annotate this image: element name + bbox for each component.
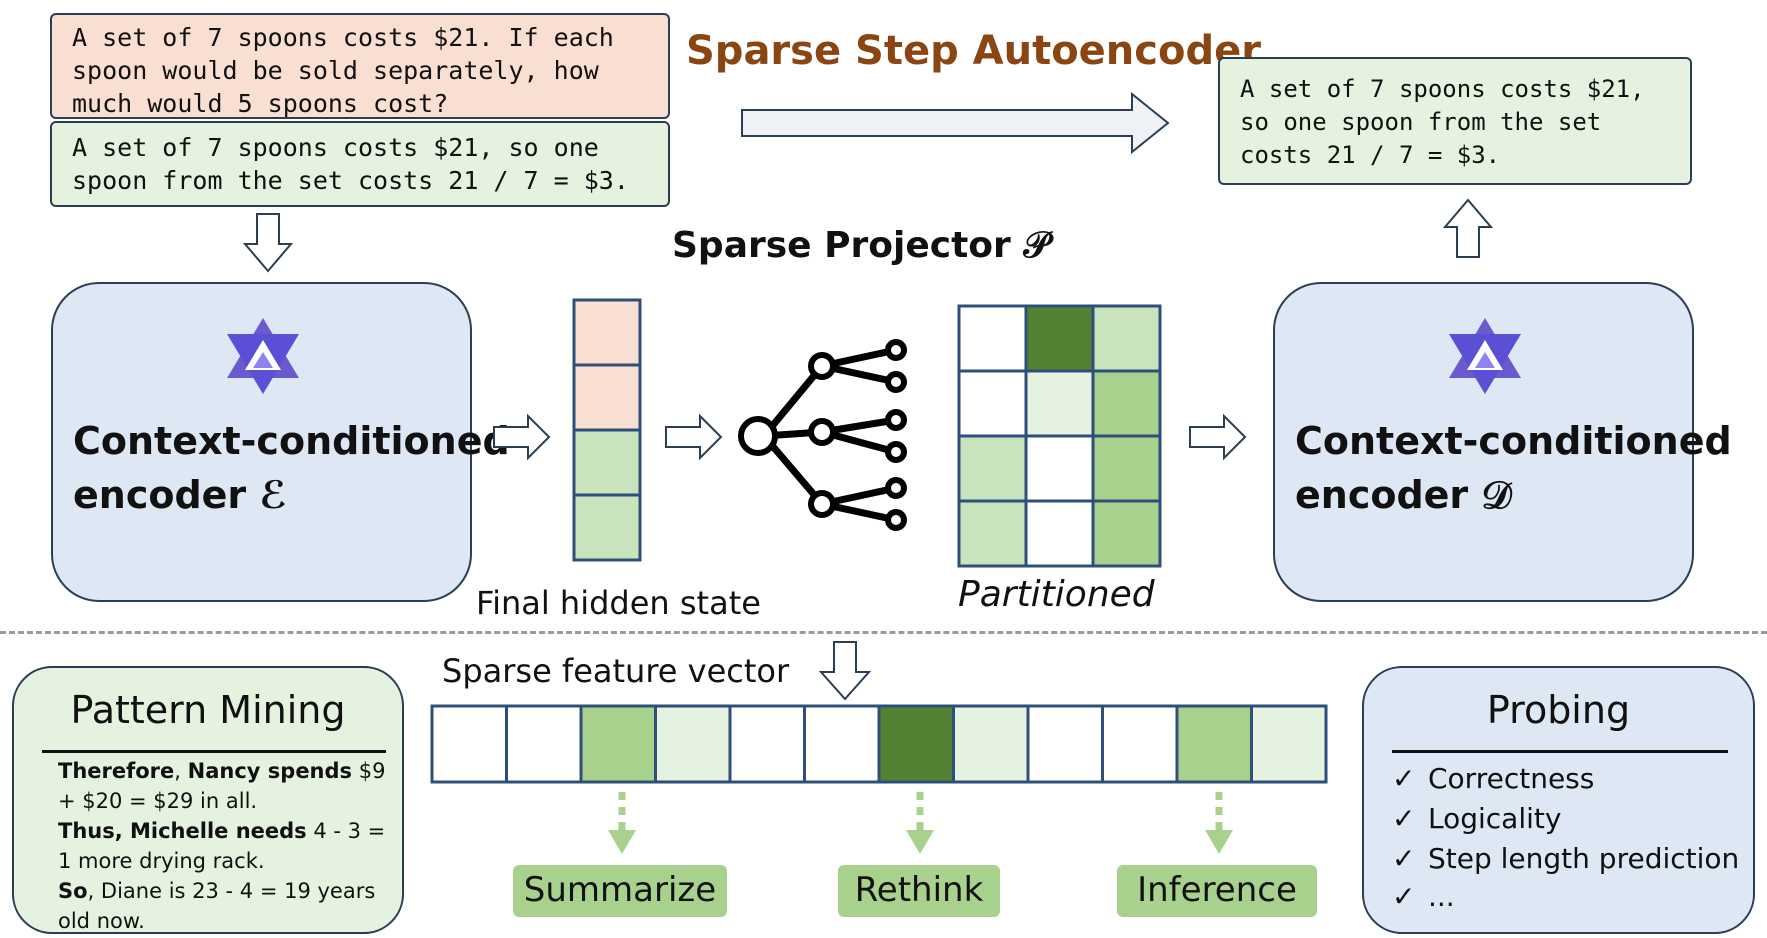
feature-cell: [1101, 704, 1179, 784]
encoder-right-line1: Context-conditioned: [1295, 419, 1732, 463]
pattern-example-3: So, Diane is 23 - 4 = 19 years old now.: [58, 879, 376, 933]
hidden-state-label: Final hidden state: [476, 584, 761, 622]
partition-cell: [1024, 304, 1095, 373]
sparse-feature-vector: [430, 704, 1328, 784]
feature-cell: [505, 704, 583, 784]
partition-cell: [1091, 434, 1162, 503]
right-arrow-icon: [1189, 414, 1247, 460]
feature-cell: [877, 704, 955, 784]
feature-cell: [803, 704, 881, 784]
feature-cell: [654, 704, 732, 784]
down-arrow-icon: [242, 213, 294, 273]
hidden-state-vector: [572, 298, 642, 562]
question-box: A set of 7 spoons costs $21. If each spo…: [50, 13, 670, 119]
hidden-state-cell: [572, 363, 642, 432]
partition-cell: [1091, 499, 1162, 568]
model-logo-icon: [227, 318, 299, 394]
partition-cell: [957, 369, 1028, 438]
up-arrow-icon: [1442, 198, 1494, 258]
hidden-state-cell: [572, 298, 642, 367]
partition-cell: [957, 434, 1028, 503]
partition-cell: [1091, 369, 1162, 438]
projector-title: Sparse Projector 𝒫: [672, 225, 1050, 266]
check-icon: ✓: [1392, 842, 1416, 875]
probing-rule: [1392, 750, 1728, 753]
encoder-left-line1: Context-conditioned: [73, 419, 510, 463]
pattern-mining-panel: Pattern Mining Therefore, Nancy spends $…: [12, 666, 404, 934]
probing-item: ✓Step length prediction: [1392, 842, 1740, 875]
check-icon: ✓: [1392, 802, 1416, 835]
main-title: Sparse Step Autoencoder: [686, 28, 1261, 74]
feature-cell: [1026, 704, 1104, 784]
probing-item: ✓...: [1392, 880, 1455, 913]
pattern-mining-examples: Therefore, Nancy spends $9 + $20 = $29 i…: [58, 756, 398, 936]
dotted-arrow-icon: [1205, 792, 1233, 854]
feature-cell: [1175, 704, 1253, 784]
encoder-left: Context-conditioned encoder ℰ: [51, 282, 510, 602]
probing-item: ✓Logicality: [1392, 802, 1562, 835]
pattern-example-2: Thus, Michelle needs 4 - 3 = 1 more dryi…: [58, 819, 386, 873]
probing-panel: Probing ✓Correctness ✓Logicality ✓Step l…: [1362, 666, 1755, 934]
probing-title: Probing: [1486, 688, 1631, 732]
output-step-text: A set of 7 spoons costs $21, so one spoo…: [1240, 75, 1645, 169]
pattern-mining-title: Pattern Mining: [70, 688, 346, 732]
feature-cell: [1250, 704, 1328, 784]
sparse-vector-label: Sparse feature vector: [442, 652, 790, 690]
feature-cell: [430, 704, 508, 784]
feature-cell: [952, 704, 1030, 784]
partitioned-label: Partitioned: [958, 574, 1155, 615]
partition-cell: [957, 499, 1028, 568]
reasoning-step-box: A set of 7 spoons costs $21, so one spoo…: [50, 121, 670, 207]
tag-inference: Inference: [1117, 865, 1317, 917]
feature-cell: [579, 704, 657, 784]
probing-item: ✓Correctness: [1392, 762, 1595, 795]
pattern-mining-rule: [42, 750, 386, 753]
dotted-arrow-icon: [608, 792, 636, 854]
partition-cell: [1024, 434, 1095, 503]
hidden-state-cell: [572, 493, 642, 562]
hidden-state-cell: [572, 428, 642, 497]
partition-cell: [1024, 369, 1095, 438]
question-text: A set of 7 spoons costs $21. If each spo…: [72, 23, 614, 118]
reconstruction-arrow-icon: [741, 92, 1170, 154]
check-icon: ✓: [1392, 880, 1416, 913]
partition-grid: [957, 304, 1162, 568]
check-icon: ✓: [1392, 762, 1416, 795]
right-arrow-icon: [665, 414, 723, 460]
dotted-arrow-icon: [906, 792, 934, 854]
model-logo-icon: [1449, 318, 1521, 394]
encoder-right-line2: encoder 𝒟: [1295, 473, 1512, 517]
tag-summarize: Summarize: [513, 865, 727, 917]
section-divider: [0, 631, 1767, 634]
partition-cell: [1024, 499, 1095, 568]
tag-rethink: Rethink: [838, 865, 1000, 917]
encoder-right: Context-conditioned encoder 𝒟: [1273, 282, 1732, 602]
down-arrow-icon: [818, 641, 872, 701]
reasoning-step-text: A set of 7 spoons costs $21, so one spoo…: [72, 133, 629, 195]
encoder-left-line2: encoder ℰ: [73, 473, 288, 517]
right-arrow-icon: [493, 414, 551, 460]
partition-cell: [957, 304, 1028, 373]
pattern-example-1: Therefore, Nancy spends $9 + $20 = $29 i…: [58, 759, 386, 813]
output-step-box: A set of 7 spoons costs $21, so one spoo…: [1218, 57, 1692, 185]
partition-cell: [1091, 304, 1162, 373]
feature-cell: [728, 704, 806, 784]
projector-network-icon: [738, 339, 907, 531]
